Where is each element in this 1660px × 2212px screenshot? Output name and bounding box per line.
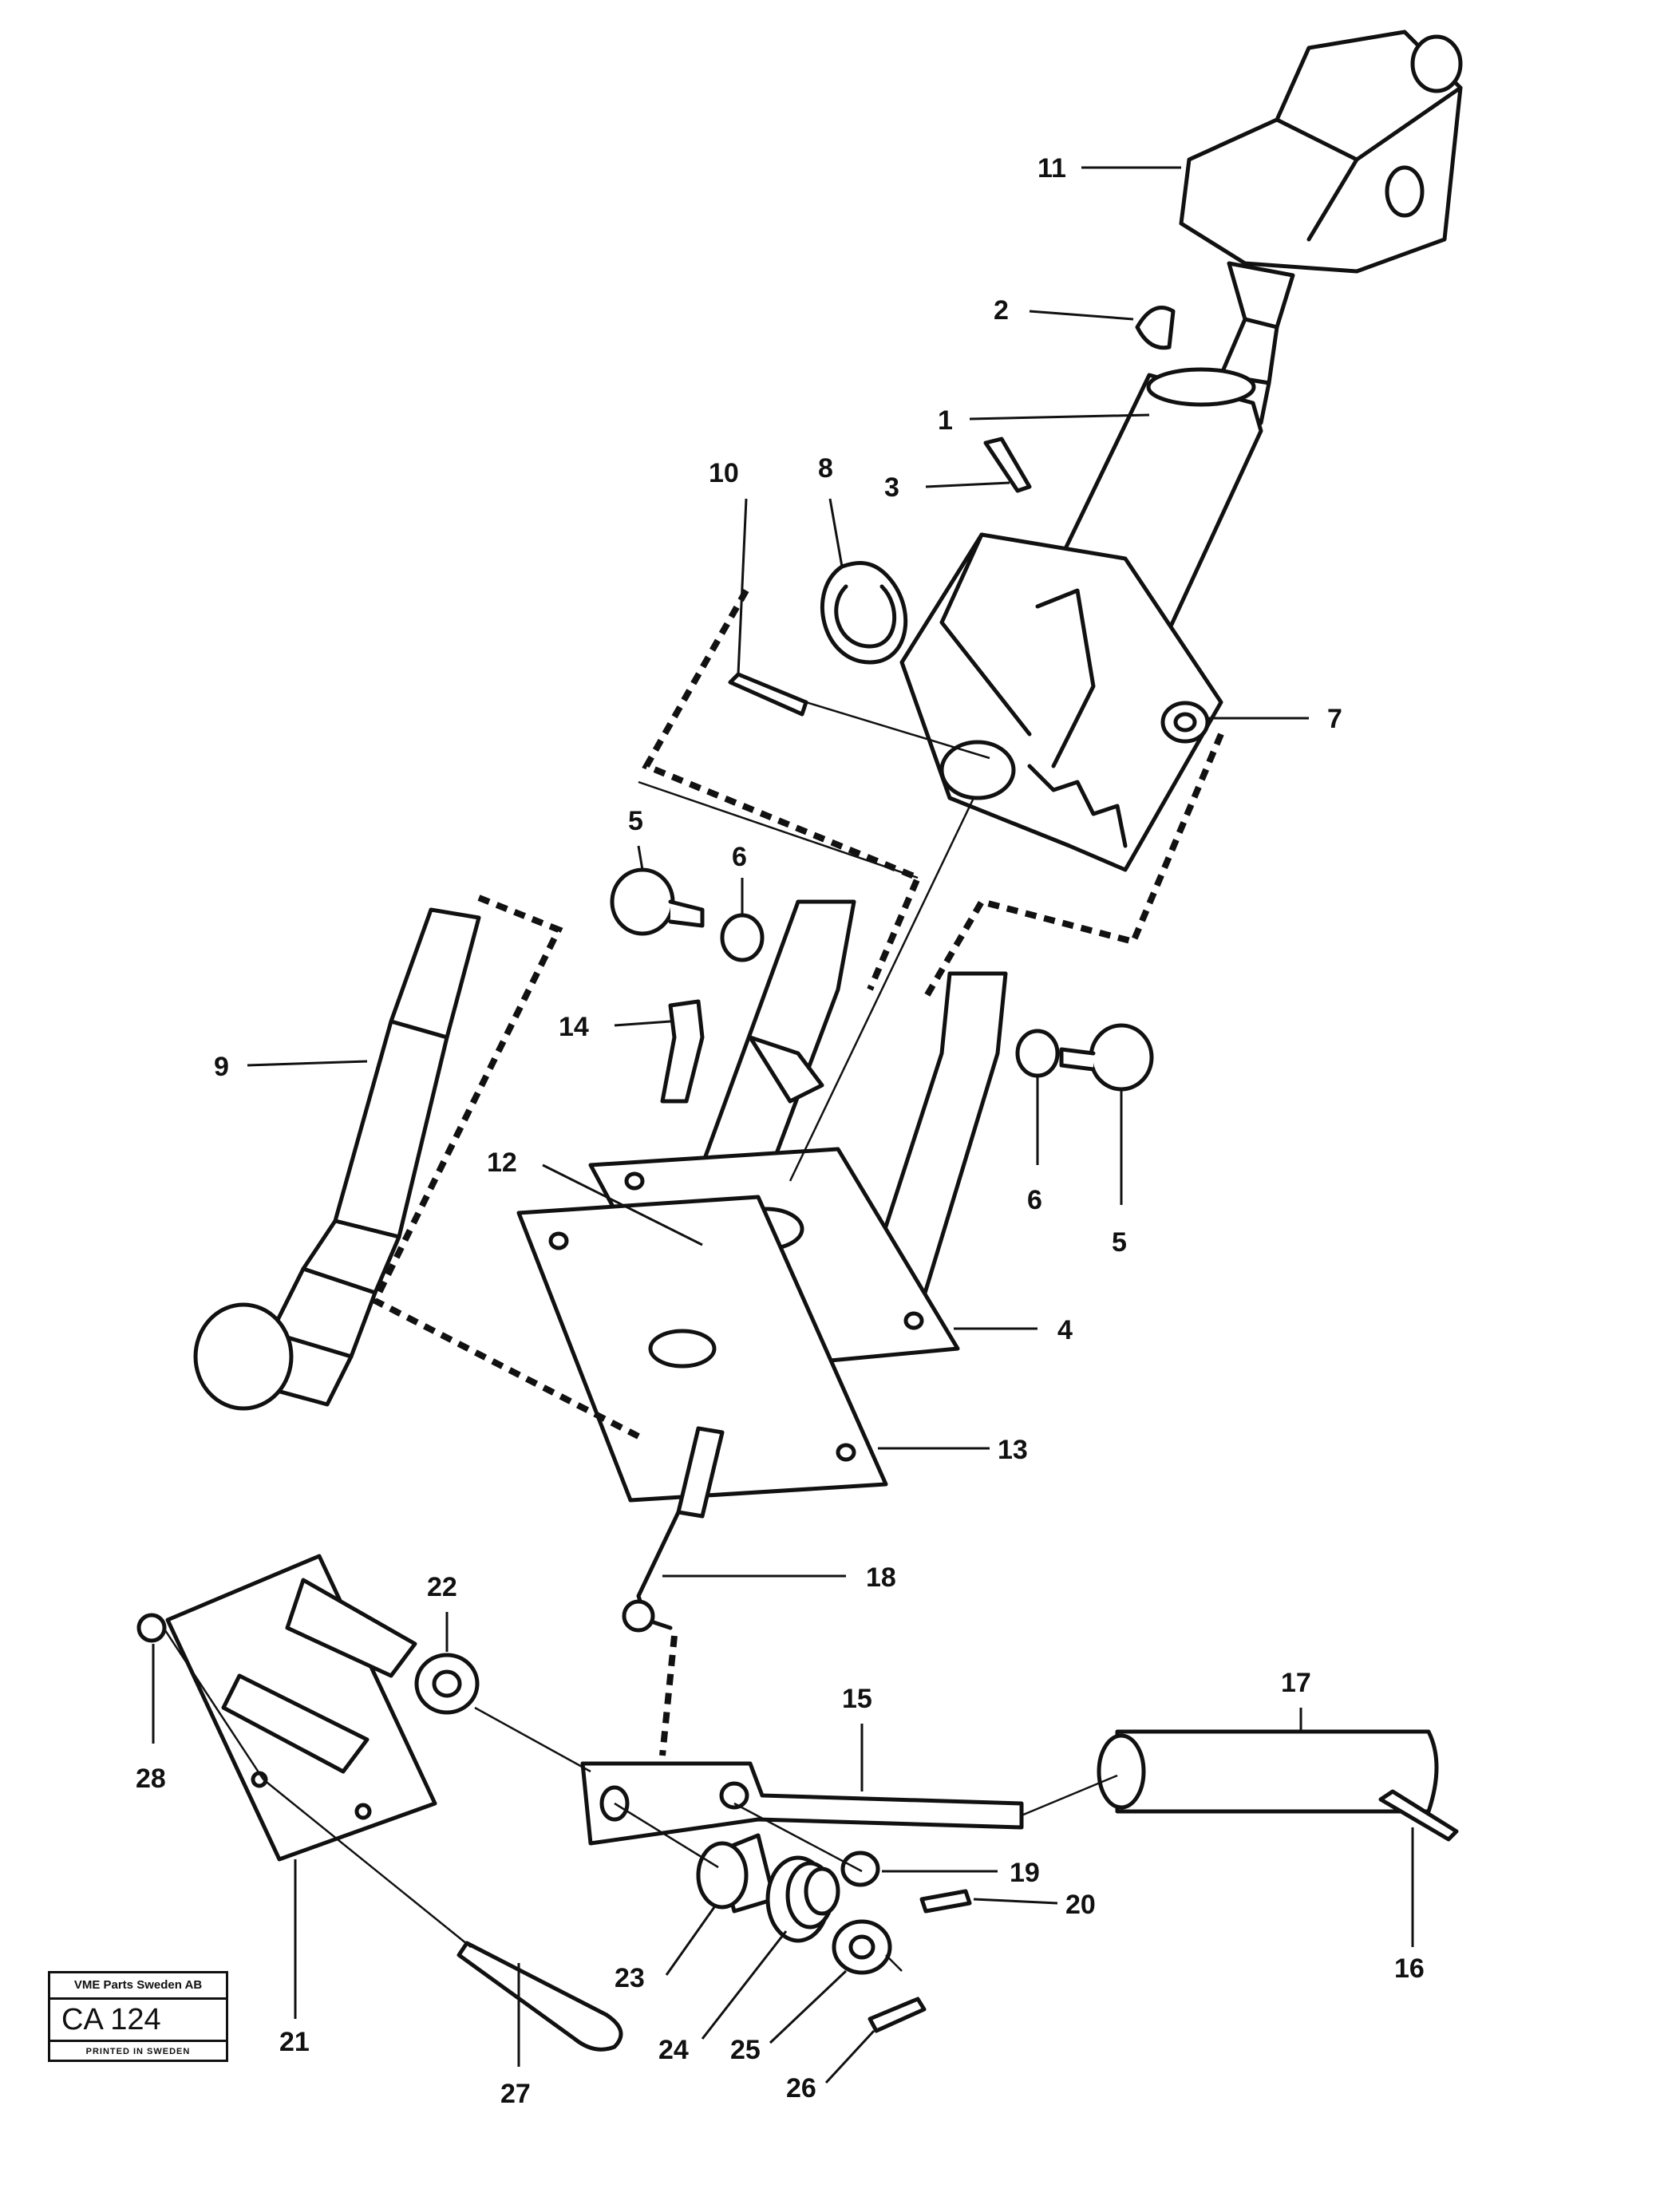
leader-10 [737,498,748,675]
part-7-washer [1160,701,1210,744]
callout-24: 24 [658,2035,689,2065]
part-9-column [193,907,481,1411]
leader-12 [542,1163,703,1246]
callout-10: 10 [709,458,739,488]
assembly-line-rod [659,1635,678,1756]
part-11-housing [1179,30,1463,274]
explosion-line-9 [263,1779,472,1948]
callout-11: 11 [1038,153,1066,184]
leader-8 [828,498,844,567]
callout-27: 27 [500,2079,531,2109]
part-13-plate [516,1195,888,1503]
part-16-pin [1378,1789,1459,1842]
part-5-bolt-left [610,867,705,936]
part-10-pin [728,672,808,717]
callout-7: 7 [1327,704,1342,734]
explosion-line-10 [885,1954,903,1972]
explosion-line-2 [788,797,975,1182]
gear-housing [899,532,1223,872]
publisher-stamp: VME Parts Sweden AB CA 124 PRINTED IN SW… [48,1971,228,2062]
callout-13: 13 [998,1435,1028,1465]
explosion-line-3 [638,780,919,879]
callout-20: 20 [1065,1890,1096,1920]
callout-25: 25 [730,2035,761,2065]
part-25-washer [832,1919,892,1975]
explosion-line-7 [614,1802,719,1869]
leader-14 [614,1020,671,1027]
part-6-lock-washer-right [1015,1029,1060,1078]
leader-2 [1029,310,1134,321]
explosion-line-4 [474,1706,591,1773]
explosion-line-6 [733,1802,863,1873]
part-5-bolt-right [1059,1023,1154,1092]
part-24-spring [765,1855,840,1943]
leader-1 [969,413,1150,421]
part-18-rod [622,1426,725,1633]
explosion-line-5 [1021,1774,1118,1817]
callout-8: 8 [818,453,833,484]
part-19-washer [840,1851,880,1887]
callout-28: 28 [136,1764,166,1794]
stamp-code: CA 124 [50,1997,226,2042]
part-6-lock-washer-left [720,913,765,962]
leader-25 [769,1969,848,2044]
leader-26 [824,2029,875,2084]
part-21-bracket-plate [165,1554,437,1862]
leader-3 [925,481,1010,488]
part-27-spring-hook [457,1941,623,2052]
callout-18: 18 [866,1562,896,1593]
part-14-screw [660,999,705,1104]
callout-6b: 6 [1027,1185,1042,1215]
leader-5a [637,845,644,871]
callout-22: 22 [427,1572,457,1602]
leader-24 [701,1930,788,2040]
part-22-washer [414,1653,480,1715]
callout-15: 15 [842,1684,872,1714]
callout-23: 23 [615,1963,645,1993]
callout-5a: 5 [628,806,643,836]
callout-1: 1 [938,405,953,436]
callout-3: 3 [884,472,899,503]
part-28-nut [136,1613,167,1643]
callout-26: 26 [786,2073,816,2103]
callout-17: 17 [1281,1668,1311,1698]
explosion-line-8 [162,1627,265,1780]
leader-23 [665,1906,716,1976]
stamp-company: VME Parts Sweden AB [50,1973,226,2000]
part-8-snap-ring [820,561,908,665]
callout-6a: 6 [732,842,747,872]
part-3-pin [983,436,1032,493]
callout-14: 14 [559,1012,589,1042]
explosion-line-1 [805,701,990,760]
callout-19: 19 [1010,1858,1040,1888]
leader-9 [247,1060,368,1067]
part-23-bushing [696,1833,777,1914]
part-15-lever [580,1761,1024,1846]
callout-16: 16 [1394,1953,1425,1984]
part-17-sleeve [1097,1729,1439,1814]
part-20-cotter-pin [919,1889,972,1914]
part-26-cotter-pin [868,1997,927,2033]
assembly-line-gear-left [642,589,923,991]
callout-5b: 5 [1112,1227,1127,1258]
assembly-line-column [370,895,640,1440]
callout-2: 2 [994,295,1009,326]
stamp-printed: PRINTED IN SWEDEN [85,2047,191,2056]
leader-20 [973,1898,1058,1905]
callout-9: 9 [214,1052,229,1082]
callout-12: 12 [487,1147,517,1178]
part-2-key [1135,306,1176,350]
callout-4: 4 [1057,1315,1073,1345]
callout-21: 21 [279,2027,310,2057]
